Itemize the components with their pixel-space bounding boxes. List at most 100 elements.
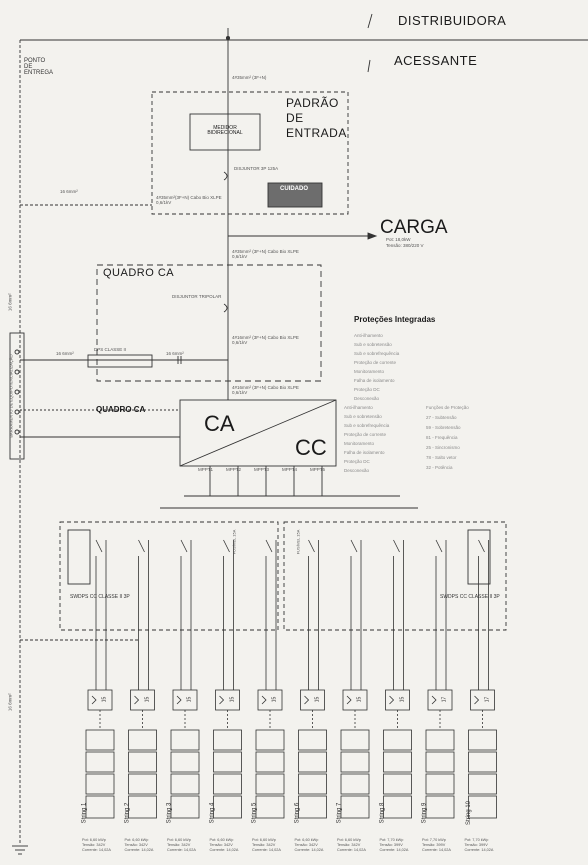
inverter-cc-label: CC [295,435,327,460]
protection-function: 32 - Potência [426,465,453,470]
ground-left-label-2: 16 6mm² [7,693,13,712]
ground-bus-label: BARRAMENTO DE EQUIPOTENCIALIZAÇÃO [8,354,14,438]
module-count: 15 [228,696,235,703]
pv-module [340,773,370,795]
module-top-box [87,689,113,711]
protection-item: Anti-ilhamento [354,333,383,338]
disjuntor-label: DISJUNTOR 3P 125A [234,166,279,171]
ground-bus [9,332,25,460]
protection-item-secondary: Monitoramento [344,441,375,446]
pv-module [383,729,412,751]
protection-item: Monitoramento [354,369,385,374]
quadro-cable-label: 4#16mm² (3F+N) Cabo Bio XLPE 0,6/1kV [232,335,299,345]
ground-cable-top: 16 6mm² [60,189,78,194]
quadro-ca-title: QUADRO CA [103,267,175,279]
mppt-label: MPPT3 [254,467,270,472]
pv-module [255,773,285,795]
acessante-label: ACESSANTE [394,53,478,68]
protection-function: Funções de Proteção [426,405,469,410]
string-label: String 6 [293,802,300,824]
carga-label: CARGA [380,217,448,238]
module-top-box [470,689,495,711]
pv-module [85,751,115,773]
string-label: String 5 [251,802,258,824]
stringbox-left-outline [59,521,279,631]
module-count: 15 [271,696,278,703]
pv-module [85,729,115,751]
string-label: String 3 [166,802,173,824]
pv-module [298,751,327,773]
pv-module [213,729,242,751]
pv-module [128,773,157,795]
pv-module [213,773,242,795]
padrao-cable-label: 4#35mm²(3F+N) Cabo Bio XLPE 0,6/1kV [156,195,222,205]
protection-item: Falha de isolamento [354,378,395,383]
mppt-label: MPPT4 [282,467,298,472]
module-top-box [300,689,325,711]
protection-item-secondary: Anti-ilhamento [344,405,373,410]
fuse-label-right: FUSÍVEL 15A [295,529,301,555]
module-count: 15 [143,696,150,703]
protection-item: Proteção DC [354,387,380,392]
protection-item-secondary: Proteção DC [344,459,370,464]
module-top-box [427,689,453,711]
inverter-rect [179,399,337,467]
quadro-ca-disjuntor: DISJUNTOR TRIPOLAR [172,294,222,299]
stringbox-left-label: SWDPS CC CLASSE II 3P [70,594,130,600]
pv-module [298,773,327,795]
module-count: 15 [398,696,405,703]
inverter-quadro-label: QUADRO CA [96,405,146,414]
stringbox-right-label: SWDPS CC CLASSE II 3P [440,594,500,600]
entry-cable-label: 4#35mm² (3F+N) [232,75,267,80]
protection-function: 25 - Sincronismo [426,445,460,450]
module-top-box [130,689,155,711]
stringbox-right-outline [283,521,507,631]
mppt-label: MPPT5 [310,467,326,472]
string-label: String 2 [123,802,130,824]
protection-function: 59 - Sobretensão [426,425,461,430]
pv-module [340,729,370,751]
string-label: String 9 [421,802,428,824]
inverter-cable-label: 4#16mm² (3F+N) Cabo Bio XLPE 0,6/1kV [232,385,299,395]
protection-item-secondary: Desconexão [344,468,370,473]
pv-module [213,751,242,773]
ground-left-label-1: 16 6mm² [7,293,13,312]
carga-potencia: Pot: 18,0kW [386,237,411,242]
carga-tensao: Tensão: 380/220 V [386,243,424,248]
protection-function: 27 - Subtensão [426,415,457,420]
quadro-ca-box-outline [96,264,322,382]
protection-item-secondary: Sub e sobretensão [344,414,382,419]
ground-cable-mid: 16 6mm² [166,351,184,356]
module-count: 15 [186,696,193,703]
pv-module [85,773,115,795]
ground-cable-dps: 16 6mm² [56,351,74,356]
distribuidora-label: DISTRIBUIDORA [398,13,507,28]
pv-module [170,751,200,773]
module-top-box [215,689,240,711]
medidor-rect [189,113,261,151]
protections-title: Proteções Integradas [354,315,436,324]
pv-module [340,751,370,773]
cuidado-label: CUIDADO [280,186,308,192]
quadro-ca-dps: DPS CLASSE II [94,347,127,352]
string-label: String 8 [378,802,385,824]
pv-module [128,729,157,751]
pv-module [255,751,285,773]
pv-module [425,751,455,773]
protection-item: Sub e sobrefrequência [354,351,400,356]
module-top-box [385,689,410,711]
inverter-ca-label: CA [204,411,235,436]
protection-item-secondary: Sub e sobrefrequência [344,423,390,428]
fuse-label-left: FUSÍVEL 15A [231,529,237,555]
protection-item: Proteção de corrente [354,360,397,365]
